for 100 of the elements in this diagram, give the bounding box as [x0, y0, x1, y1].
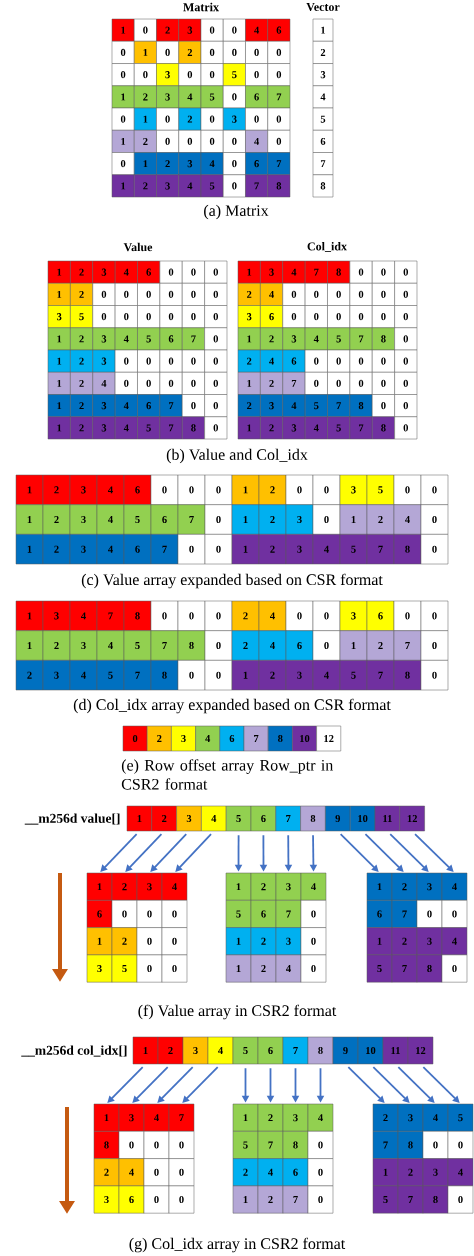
- table-cell: 2: [70, 283, 93, 306]
- table-cell: 4: [304, 416, 328, 440]
- table-cell: 8: [349, 394, 373, 417]
- table-cell: 4: [260, 349, 283, 373]
- tile-cell: 1: [225, 954, 252, 983]
- tile-cell: 2: [257, 1185, 284, 1214]
- tile-cell: 3: [416, 872, 443, 901]
- tile-cell: 6: [86, 900, 113, 928]
- table-cell: 0: [327, 283, 351, 306]
- table-cell: 2: [260, 327, 283, 351]
- table-cell: 2: [237, 283, 261, 306]
- table-cell: 0: [204, 394, 228, 417]
- table-cell: 3: [156, 63, 179, 86]
- table-cell: 0: [159, 372, 183, 395]
- arrow: [182, 1066, 219, 1103]
- table-cell: 7: [150, 534, 179, 565]
- table-cell: 0: [223, 152, 246, 175]
- table-cell: 0: [245, 41, 268, 64]
- table-cell: 5: [123, 504, 152, 535]
- tile-cell: 8: [416, 954, 443, 983]
- table-cell: 3: [285, 660, 314, 691]
- tile-cell: 2: [111, 927, 138, 956]
- table-cell: 3: [339, 474, 368, 505]
- tile-cell: 4: [275, 954, 302, 983]
- table-cell: 0: [223, 174, 246, 198]
- tile-cell: 8: [93, 1131, 120, 1159]
- array-cell: 9: [332, 1036, 359, 1065]
- table-cell: 0: [204, 305, 228, 328]
- table-cell: 2: [134, 130, 157, 153]
- table-cell: 1: [47, 394, 71, 417]
- array-label: __m256d value[]: [24, 813, 120, 825]
- table-cell: 3: [47, 305, 71, 328]
- table-cell: 2: [42, 630, 71, 661]
- table-cell: 3: [156, 174, 179, 198]
- table-cell: 4: [114, 394, 138, 417]
- table-cell: 2: [312, 41, 334, 64]
- tile-cell: 6: [250, 900, 277, 928]
- table-cell: 0: [177, 534, 206, 565]
- table-cell: 6: [123, 534, 152, 565]
- table-cell: 0: [304, 283, 328, 306]
- table-cell: 2: [70, 327, 93, 351]
- table-cell: 0: [204, 534, 233, 565]
- table-cell: 1: [312, 18, 334, 42]
- tile-cell: 2: [250, 954, 277, 983]
- table-cell: 2: [42, 504, 71, 535]
- table-cell: 2: [366, 630, 395, 661]
- tile-cell: 4: [441, 927, 468, 956]
- tile-cell: 0: [136, 927, 163, 956]
- table-cell: 1: [47, 327, 71, 351]
- table-cell: 4: [312, 534, 341, 565]
- table-cell: 0: [182, 283, 205, 306]
- table-cell: 6: [123, 474, 152, 505]
- tile-cell: 1: [372, 1158, 399, 1187]
- table-cell: 3: [42, 660, 71, 691]
- tile-cell: 7: [372, 1131, 399, 1159]
- table-cell: 0: [182, 372, 205, 395]
- tile-cell: 4: [143, 1103, 170, 1132]
- table-cell: 5: [327, 416, 351, 440]
- tile-cell: 0: [447, 1131, 474, 1159]
- tile-cell: 0: [168, 1185, 195, 1214]
- table-cell: 0: [372, 283, 395, 306]
- table-cell: 0: [137, 305, 161, 328]
- caption: (f) Value array in CSR2 format: [138, 1004, 337, 1020]
- table-cell: 0: [182, 305, 205, 328]
- table-cell: 4: [312, 85, 334, 109]
- tile-cell: 3: [416, 927, 443, 956]
- table-cell: 1: [15, 504, 44, 535]
- tile-cell: 2: [232, 1158, 259, 1187]
- table-cell: 0: [204, 660, 233, 691]
- table-cell: 2: [237, 394, 261, 417]
- table-cell: 1: [231, 474, 260, 505]
- tile-cell: 0: [118, 1131, 145, 1159]
- table-cell: 4: [114, 260, 138, 284]
- tile-cell: 2: [250, 927, 277, 956]
- tile-cell: 2: [391, 872, 418, 901]
- table-cell: 1: [15, 474, 44, 505]
- table-cell: 0: [150, 474, 179, 505]
- table-cell: 7: [393, 630, 422, 661]
- tile-cell: 6: [366, 900, 393, 928]
- array-cell: 4: [201, 805, 227, 832]
- table-cell: 0: [420, 630, 449, 661]
- table-cell: 1: [15, 630, 44, 661]
- table-cell: 0: [204, 600, 233, 631]
- arrow: [414, 833, 454, 872]
- array-cell: 12: [399, 805, 425, 832]
- table-cell: 8: [182, 416, 205, 440]
- table-cell: 3: [92, 394, 116, 417]
- tile-cell: 0: [447, 1185, 474, 1214]
- table-cell: 6: [285, 630, 314, 661]
- table-cell: 2: [178, 41, 202, 64]
- table-cell: 7: [159, 416, 183, 440]
- array-cell: 1: [132, 1036, 159, 1065]
- table-cell: 1: [47, 260, 71, 284]
- table-cell: 2: [178, 107, 202, 131]
- tile-cell: 0: [300, 900, 327, 928]
- table-heading: Col_idx: [307, 242, 347, 252]
- table-cell: 0: [114, 349, 138, 373]
- table-cell: 2: [70, 416, 93, 440]
- table-cell: 0: [223, 41, 246, 64]
- table-cell: 0: [159, 260, 183, 284]
